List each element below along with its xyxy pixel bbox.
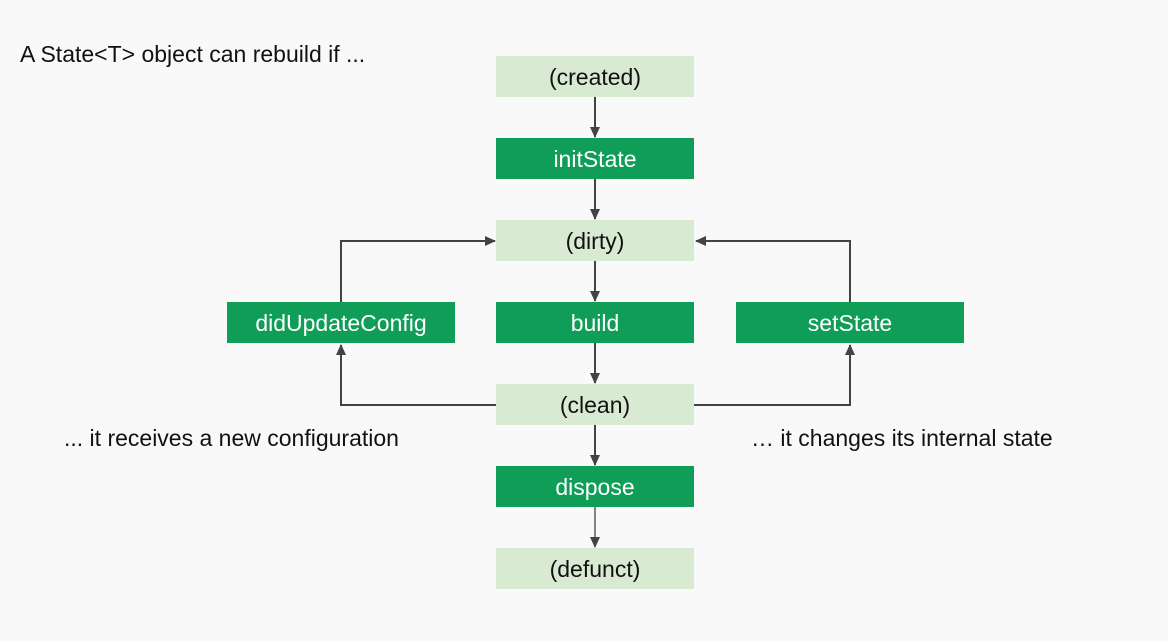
node-dispose: dispose: [496, 466, 694, 507]
caption-left: ... it receives a new configuration: [64, 425, 399, 451]
edge-clean-to-setstate: [694, 344, 855, 406]
node-dirty: (dirty): [496, 220, 694, 261]
node-setstate-label: setState: [808, 310, 892, 336]
node-initstate: initState: [496, 138, 694, 179]
nodes: (created) initState (dirty) didUpdateCon…: [227, 56, 964, 589]
edge-setstate-to-dirty: [695, 236, 851, 302]
node-build: build: [496, 302, 694, 343]
intro-text: A State<T> object can rebuild if ...: [20, 41, 365, 67]
edge-clean-to-didupdateconfig: [336, 344, 497, 406]
node-build-label: build: [571, 310, 620, 336]
node-clean: (clean): [496, 384, 694, 425]
node-dirty-box: [496, 220, 694, 261]
node-defunct-label: (defunct): [550, 556, 641, 582]
node-created: (created): [496, 56, 694, 97]
node-initstate-label: initState: [553, 146, 636, 172]
node-created-box: [496, 56, 694, 97]
node-clean-label: (clean): [560, 392, 630, 418]
node-setstate: setState: [736, 302, 964, 343]
node-build-box: [496, 302, 694, 343]
connectors: [336, 97, 855, 548]
caption-right: … it changes its internal state: [751, 425, 1053, 451]
node-defunct: (defunct): [496, 548, 694, 589]
node-clean-box: [496, 384, 694, 425]
node-dispose-box: [496, 466, 694, 507]
node-dispose-label: dispose: [555, 474, 634, 500]
edge-didupdateconfig-to-dirty: [340, 236, 496, 302]
node-defunct-box: [496, 548, 694, 589]
node-didupdateconfig: didUpdateConfig: [227, 302, 455, 343]
node-didupdateconfig-label: didUpdateConfig: [255, 310, 426, 336]
node-didupdateconfig-box: [227, 302, 455, 343]
node-dirty-label: (dirty): [566, 228, 625, 254]
node-created-label: (created): [549, 64, 641, 90]
node-setstate-box: [736, 302, 964, 343]
node-initstate-box: [496, 138, 694, 179]
